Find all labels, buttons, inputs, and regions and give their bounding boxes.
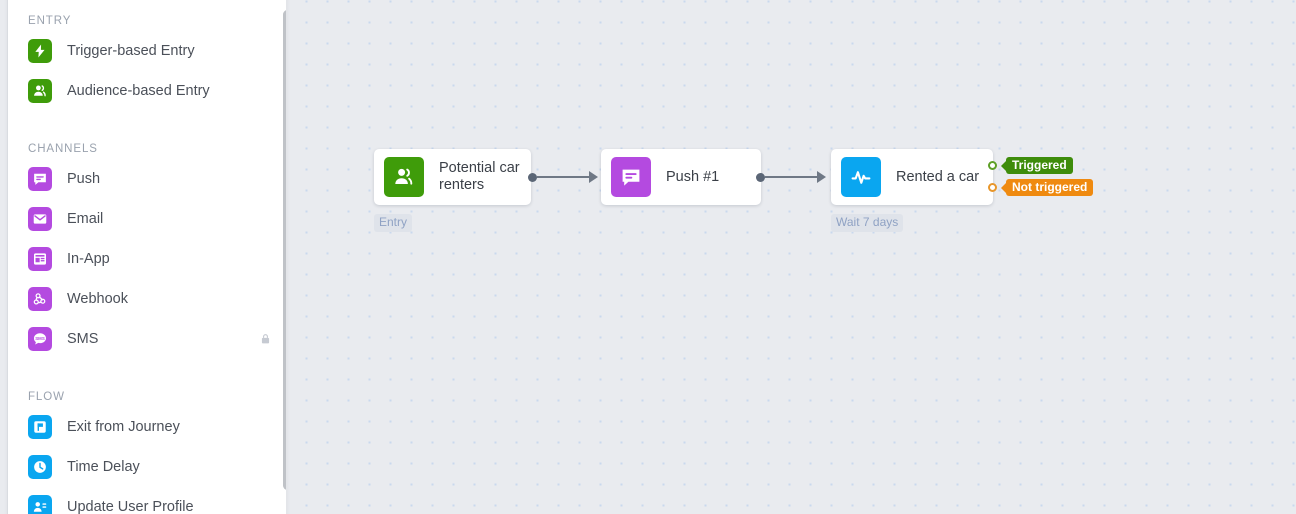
component-sidebar: ENTRY Trigger-based Entry Audience-based	[8, 0, 286, 514]
flow-node-label: Rented a car	[896, 168, 980, 185]
audience-icon	[28, 79, 52, 103]
flow-node-push[interactable]: Push #1	[601, 149, 761, 205]
sidebar-item-audience-based-entry[interactable]: Audience-based Entry	[8, 71, 286, 111]
audience-icon	[384, 157, 424, 197]
sidebar-item-label: Audience-based Entry	[67, 83, 210, 99]
sidebar-item-label: Email	[67, 211, 104, 227]
in-app-icon	[28, 247, 52, 271]
connector-dot-entry-out[interactable]	[528, 172, 537, 182]
connector-line-1	[537, 176, 590, 178]
flow-node-label: Potential car renters	[439, 160, 520, 193]
lightning-icon	[28, 39, 52, 63]
sidebar-scrollbar-thumb[interactable]	[283, 10, 286, 490]
pulse-icon	[841, 157, 881, 197]
sidebar-item-exit-from-journey[interactable]: Exit from Journey	[8, 407, 286, 447]
sidebar-item-label: In-App	[67, 251, 110, 267]
branch-badge-triggered[interactable]: Triggered	[1001, 157, 1073, 174]
connector-dot-push-out[interactable]	[756, 172, 765, 182]
svg-text:SMS: SMS	[35, 336, 45, 341]
flow-node-tag-entry: Entry	[374, 214, 413, 232]
connector-arrow-2	[817, 171, 826, 183]
sidebar-item-time-delay[interactable]: Time Delay	[8, 447, 286, 487]
sidebar-item-in-app[interactable]: In-App	[8, 239, 286, 279]
flow-node-entry[interactable]: Potential car renters	[374, 149, 531, 205]
sidebar-item-email[interactable]: Email	[8, 199, 286, 239]
sidebar-item-label: Webhook	[67, 291, 128, 307]
webhook-icon	[28, 287, 52, 311]
sidebar-item-label: Exit from Journey	[67, 419, 180, 435]
sidebar-section-title-flow: FLOW	[28, 391, 65, 403]
flow-node-label: Push #1	[666, 168, 720, 185]
sidebar-item-sms[interactable]: SMS SMS	[8, 319, 286, 359]
sms-icon: SMS	[28, 327, 52, 351]
exit-flag-icon	[28, 415, 52, 439]
push-message-icon	[28, 167, 52, 191]
flow-node-tag-wait: Wait 7 days	[831, 214, 904, 232]
clock-icon	[28, 455, 52, 479]
sidebar-item-label: Update User Profile	[67, 499, 194, 514]
email-icon	[28, 207, 52, 231]
sidebar-section-title-entry: ENTRY	[28, 15, 72, 27]
sidebar-item-webhook[interactable]: Webhook	[8, 279, 286, 319]
sidebar-item-push[interactable]: Push	[8, 159, 286, 199]
sidebar-item-label: Time Delay	[67, 459, 140, 475]
sidebar-item-label: Push	[67, 171, 101, 187]
sidebar-scroll-area[interactable]: ENTRY Trigger-based Entry Audience-based	[8, 0, 286, 514]
branch-port-triggered[interactable]	[988, 161, 997, 170]
sidebar-divider	[286, 0, 287, 514]
sidebar-item-label: Trigger-based Entry	[67, 43, 195, 59]
connector-arrow-1	[589, 171, 598, 183]
sidebar-item-label: SMS	[67, 331, 99, 347]
branch-port-not-triggered[interactable]	[988, 183, 997, 192]
user-profile-icon	[28, 495, 52, 514]
sidebar-item-trigger-based-entry[interactable]: Trigger-based Entry	[8, 31, 286, 71]
sidebar-scrollbar-track[interactable]	[282, 0, 286, 504]
branch-badge-not-triggered[interactable]: Not triggered	[1000, 179, 1094, 196]
branch-badge-label: Not triggered	[1012, 180, 1088, 194]
sidebar-item-update-user-profile[interactable]: Update User Profile	[8, 487, 286, 514]
lock-icon	[258, 332, 272, 346]
branch-badge-label: Triggered	[1012, 158, 1067, 172]
connector-line-2	[765, 176, 818, 178]
sidebar-section-title-channels: CHANNELS	[28, 143, 98, 155]
flow-node-rented-a-car[interactable]: Rented a car	[831, 149, 993, 205]
push-message-icon	[611, 157, 651, 197]
